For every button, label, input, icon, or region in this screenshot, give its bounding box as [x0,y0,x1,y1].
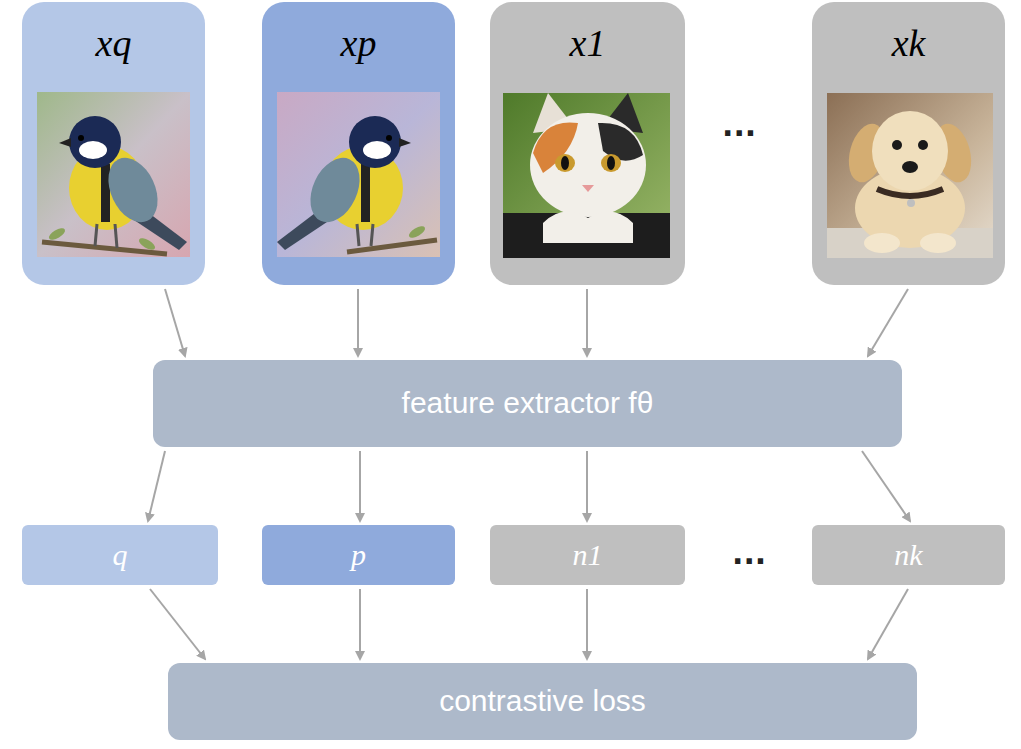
input-card: xq [22,2,205,285]
flow-arrow [868,589,908,659]
loss-box: contrastive loss [168,663,917,740]
process-box: feature extractor fθ [153,360,902,447]
box-label: contrastive loss [439,684,646,719]
feature-box: n1 [490,525,685,585]
input-label: xk [892,22,926,66]
flow-arrow [165,289,185,356]
input-label: xq [96,22,132,66]
feature-box: nk [812,525,1005,585]
input-label: xp [341,22,377,66]
flow-arrow [586,451,588,521]
flow-arrow [586,589,588,659]
flow-arrow [150,589,205,659]
cat-photo [503,93,670,258]
flow-arrow [862,451,910,521]
flow-arrow [586,289,588,356]
ellipsis-label: ... [722,108,756,143]
flow-arrow [357,289,359,356]
input-card: xp [262,2,455,285]
input-card: x1 [490,2,685,285]
dog-photo [827,93,993,258]
feature-box: q [22,525,218,585]
bird-photo [277,92,440,257]
flow-arrow [868,289,908,356]
flow-arrow [359,589,361,659]
box-label: nk [894,538,922,573]
flow-arrow [359,451,361,521]
box-label: q [113,538,128,573]
input-label: x1 [570,22,606,66]
box-label: p [351,538,366,573]
flow-arrow [148,451,165,521]
ellipsis-label: ... [732,536,766,571]
box-label: feature extractor fθ [402,386,654,421]
feature-box: p [262,525,455,585]
box-label: n1 [573,538,603,573]
input-card: xk [812,2,1005,285]
bird-photo [37,92,190,257]
